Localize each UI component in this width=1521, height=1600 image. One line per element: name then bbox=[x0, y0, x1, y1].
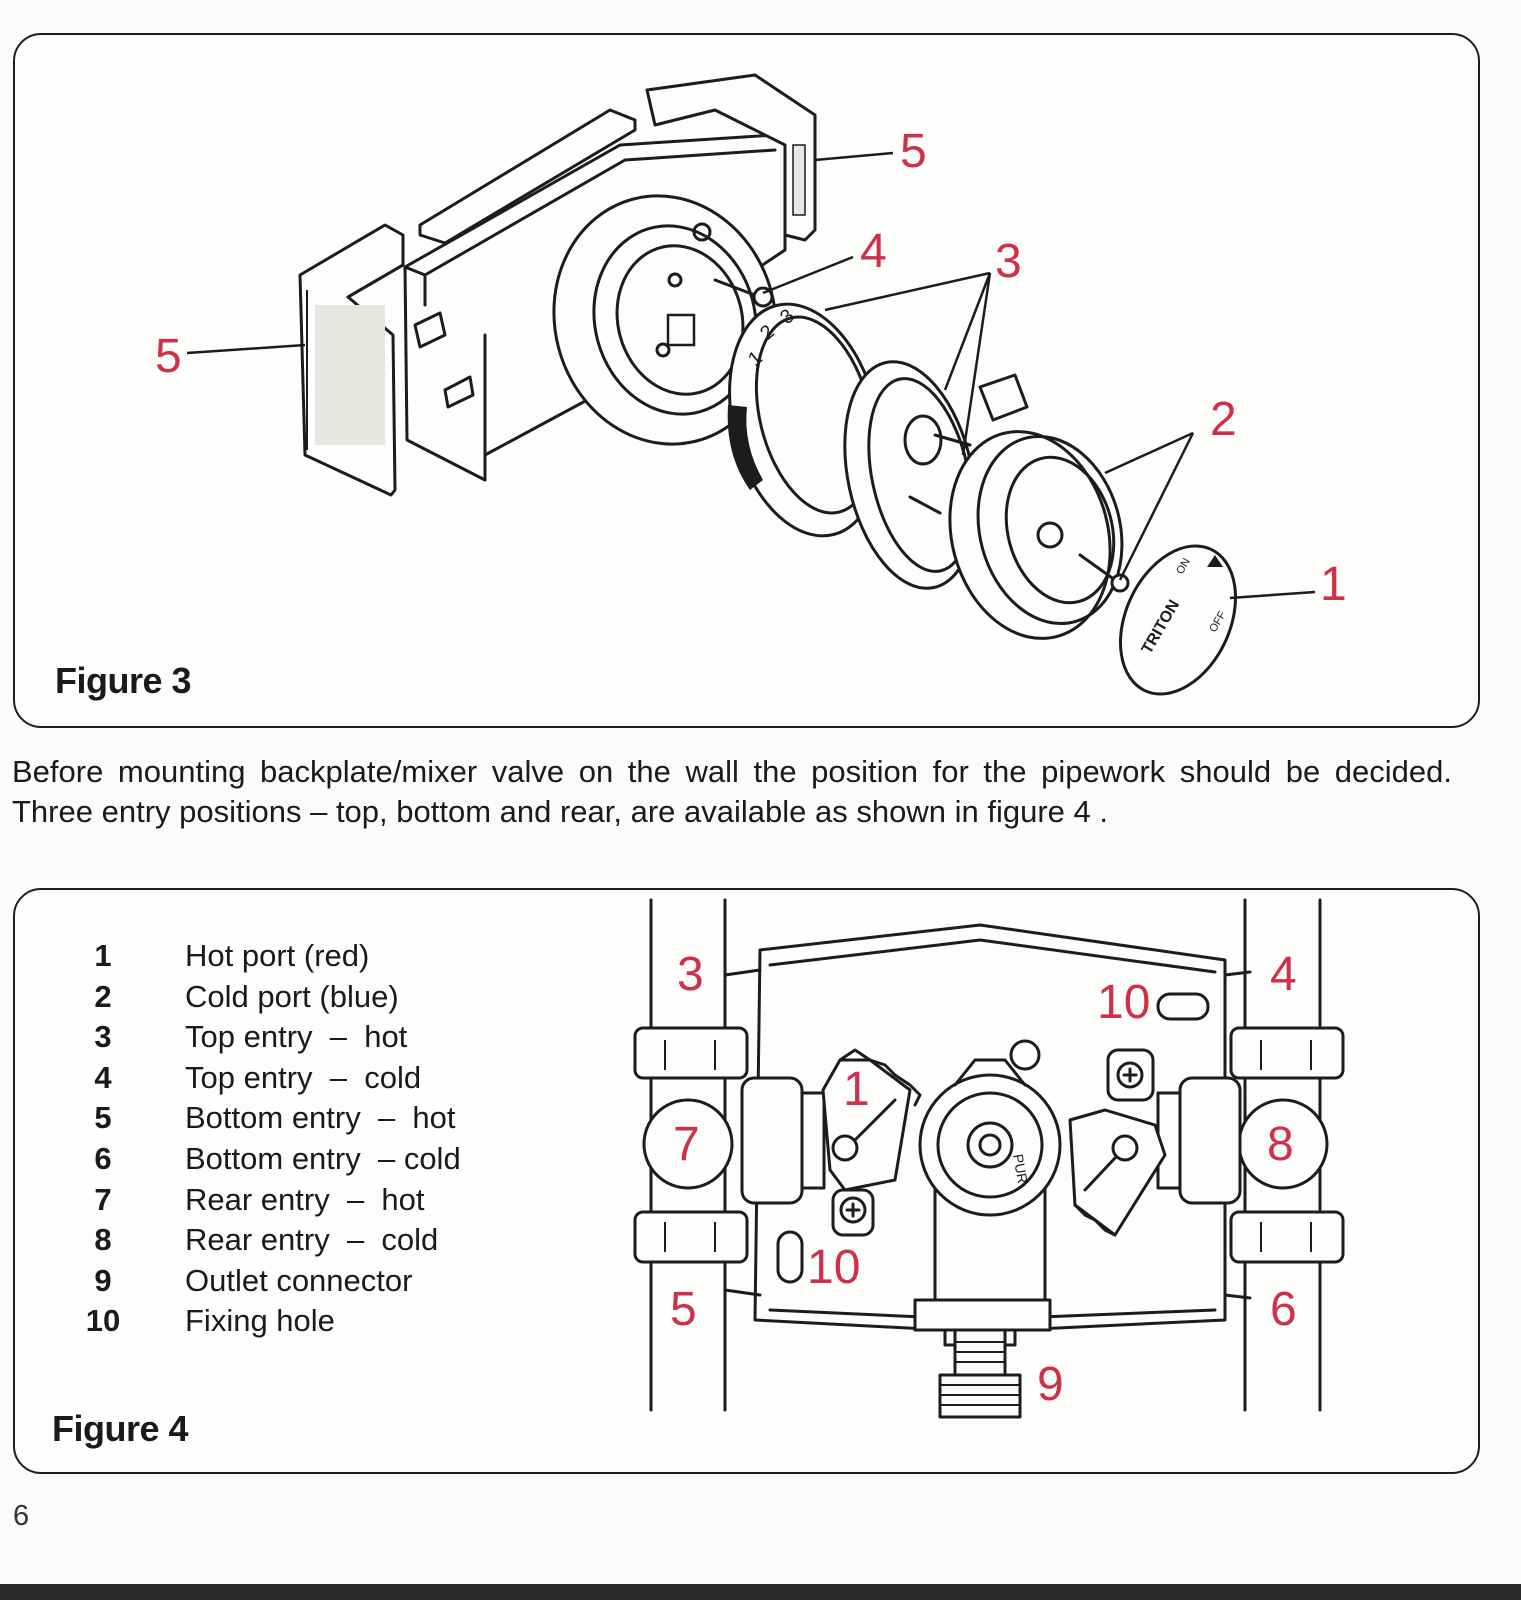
legend-row: 3 Top entry – hot bbox=[75, 1017, 461, 1058]
legend-text: Hot port (red) bbox=[185, 938, 370, 973]
central-valve: PUR bbox=[918, 1039, 1062, 1302]
fig3-callout-5-right: 5 bbox=[900, 125, 927, 178]
fig4-callout-6: 6 bbox=[1270, 1283, 1297, 1336]
fig3-callout-3: 3 bbox=[995, 235, 1022, 288]
control-knob bbox=[948, 430, 1130, 640]
legend-text: Cold port (blue) bbox=[185, 978, 399, 1014]
fig4-callout-10-bottom: 10 bbox=[807, 1241, 860, 1294]
fitting-top-left bbox=[633, 1026, 826, 1264]
page-number: 6 bbox=[13, 1500, 30, 1532]
legend-text: Bottom entry – cold bbox=[185, 1140, 461, 1176]
legend-row: 8 Rear entry – cold bbox=[75, 1220, 461, 1261]
fig3-callout-4: 4 bbox=[860, 225, 887, 278]
footer-bar bbox=[0, 1584, 1521, 1600]
legend-text: Rear entry – cold bbox=[185, 1222, 439, 1258]
figure-4-caption: Figure 4 bbox=[52, 1408, 189, 1449]
legend-number: 10 bbox=[85, 1303, 121, 1339]
hot-port-lever bbox=[821, 1048, 922, 1237]
fig4-callout-7: 7 bbox=[673, 1118, 700, 1171]
figure-3-exploded-drawing: 1 2 3 TRITON ON OFF bbox=[155, 73, 1347, 696]
legend-number: 6 bbox=[94, 1140, 112, 1176]
fig3-callout-2: 2 bbox=[1210, 393, 1237, 446]
legend-number: 4 bbox=[94, 1059, 112, 1095]
legend-number: 8 bbox=[94, 1222, 112, 1258]
legend-row: 6 Bottom entry – cold bbox=[75, 1139, 461, 1180]
legend-number: 9 bbox=[94, 1262, 112, 1298]
legend-row: 10 Fixing hole bbox=[75, 1301, 461, 1342]
fig4-callout-10-top: 10 bbox=[1097, 976, 1150, 1029]
figure-4-valve-drawing: PUR bbox=[633, 898, 1345, 1419]
valve-text: PUR bbox=[1010, 1153, 1031, 1185]
fig4-callout-3: 3 bbox=[677, 948, 704, 1001]
legend-text: Fixing hole bbox=[185, 1303, 335, 1339]
triton-cap: TRITON ON OFF bbox=[1118, 544, 1238, 696]
fig4-callout-4: 4 bbox=[1270, 948, 1297, 1001]
legend-row: 4 Top entry – cold bbox=[75, 1058, 461, 1099]
fitting-right bbox=[1156, 1026, 1345, 1264]
fig3-callout-1: 1 bbox=[1320, 558, 1347, 611]
fixing-hole-top bbox=[1156, 992, 1210, 1021]
fixing-hole-bottom bbox=[776, 1230, 804, 1284]
legend-text: Rear entry – hot bbox=[185, 1181, 425, 1217]
intro-paragraph: Before mounting backplate/mixer valve on… bbox=[12, 754, 1452, 829]
legend-number: 5 bbox=[94, 1100, 112, 1136]
legend-text: Top entry – cold bbox=[185, 1059, 422, 1095]
legend-row: 9 Outlet connector bbox=[75, 1261, 461, 1302]
cold-port-lever bbox=[1068, 1048, 1167, 1237]
outlet-connector bbox=[913, 1298, 1052, 1419]
stop-plate bbox=[843, 360, 1029, 590]
fig4-callout-9: 9 bbox=[1037, 1358, 1064, 1411]
legend-row: 7 Rear entry – hot bbox=[75, 1180, 461, 1221]
left-end-cover bbox=[298, 223, 405, 497]
fig3-callout-5-left: 5 bbox=[155, 330, 182, 383]
figure-3-caption: Figure 3 bbox=[55, 660, 192, 701]
fig4-callout-1: 1 bbox=[843, 1063, 870, 1116]
legend-text: Top entry – hot bbox=[185, 1019, 408, 1055]
legend-row: 5 Bottom entry – hot bbox=[75, 1098, 461, 1139]
fig4-callout-8: 8 bbox=[1267, 1118, 1294, 1171]
legend-number: 3 bbox=[94, 1019, 112, 1055]
temperature-ring: 1 2 3 bbox=[727, 302, 882, 538]
legend-row: 2 Cold port (blue) bbox=[75, 977, 461, 1018]
legend-number: 7 bbox=[94, 1181, 112, 1217]
legend-number: 1 bbox=[94, 938, 112, 973]
legend-number: 2 bbox=[94, 978, 112, 1014]
fig4-callout-5: 5 bbox=[670, 1283, 697, 1336]
valve-housing bbox=[552, 194, 778, 446]
figure-3-panel: 1 2 3 TRITON ON OFF bbox=[13, 33, 1480, 728]
legend-row: 1 Hot port (red) bbox=[75, 936, 461, 977]
legend-text: Bottom entry – hot bbox=[185, 1100, 456, 1136]
legend-text: Outlet connector bbox=[185, 1262, 413, 1298]
figure-3-leaders bbox=[186, 151, 1316, 600]
